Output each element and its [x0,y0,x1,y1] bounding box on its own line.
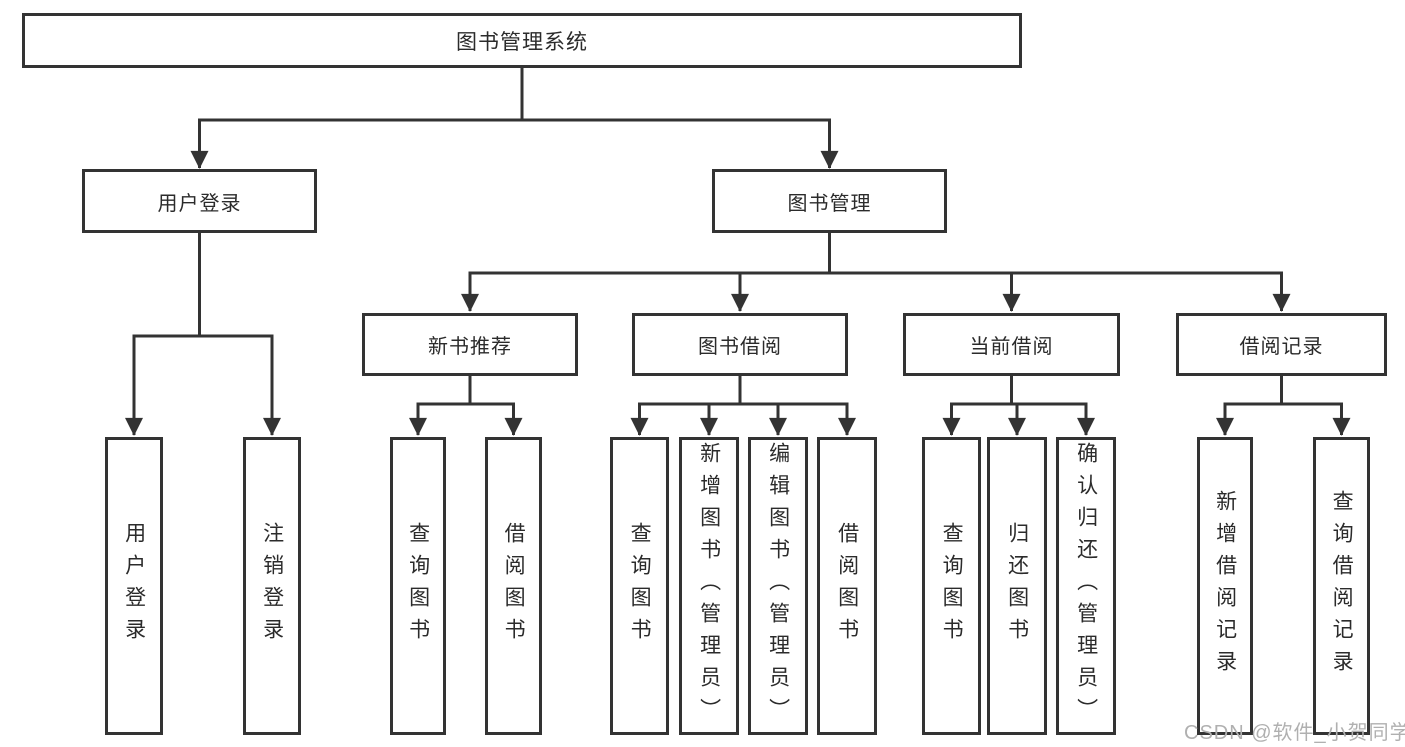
leaf-node-query-books: 查询图书 [610,437,669,735]
level2-node-label: 图书借阅 [698,336,782,358]
leaf-node-add-books-admin: 新增图书（管理员） [679,437,739,735]
leaf-node-add-borrow-record: 新增借阅记录 [1197,437,1253,735]
leaf-node-label: 新增借阅记录 [1213,490,1237,682]
leaf-node-query-borrow-record: 查询借阅记录 [1313,437,1370,735]
branch-node-user-login: 用户登录 [82,169,317,233]
tree-skeleton [132,66,1343,406]
level2-node-current-borrow: 当前借阅 [903,313,1120,376]
root-node-label: 图书管理系统 [456,30,588,54]
level2-node-borrow-record: 借阅记录 [1176,313,1387,376]
leaf-node-label: 新增图书（管理员） [697,442,721,730]
leaf-node-borrow-books: 借阅图书 [485,437,542,735]
leaf-node-label: 用户登录 [122,522,146,650]
root-node-library-system: 图书管理系统 [22,13,1022,68]
leaf-node-edit-books-admin: 编辑图书（管理员） [748,437,808,735]
leaf-node-label: 借阅图书 [835,522,859,650]
level2-node-new-book-recommend: 新书推荐 [362,313,578,376]
leaf-node-query-books: 查询图书 [390,437,446,735]
leaf-node-user-login: 用户登录 [105,437,163,735]
leaf-node-label: 注销登录 [260,522,284,650]
leaf-node-label: 查询图书 [940,522,964,650]
leaf-node-label: 归还图书 [1005,522,1029,650]
leaf-node-confirm-return-admin: 确认归还（管理员） [1056,437,1116,735]
branch-node-label: 用户登录 [157,192,242,215]
leaf-node-borrow-books: 借阅图书 [817,437,877,735]
leaf-node-label: 借阅图书 [502,522,526,650]
leaf-node-label: 查询图书 [628,522,652,650]
watermark-text: CSDN @软件_小贺同学 [1184,722,1405,744]
leaf-node-label: 查询图书 [406,522,430,650]
level2-node-label: 新书推荐 [428,336,512,358]
branch-node-book-management: 图书管理 [712,169,947,233]
leaf-node-label: 查询借阅记录 [1330,490,1354,682]
level2-node-label: 当前借阅 [969,336,1054,358]
leaf-node-query-books: 查询图书 [922,437,981,735]
leaf-node-label: 确认归还（管理员） [1074,442,1098,730]
leaf-node-logout: 注销登录 [243,437,301,735]
level2-node-book-borrow: 图书借阅 [632,313,848,376]
leaf-node-return-books: 归还图书 [987,437,1047,735]
leaf-node-label: 编辑图书（管理员） [766,442,790,730]
branch-node-label: 图书管理 [787,192,872,215]
level2-node-label: 借阅记录 [1239,336,1324,358]
